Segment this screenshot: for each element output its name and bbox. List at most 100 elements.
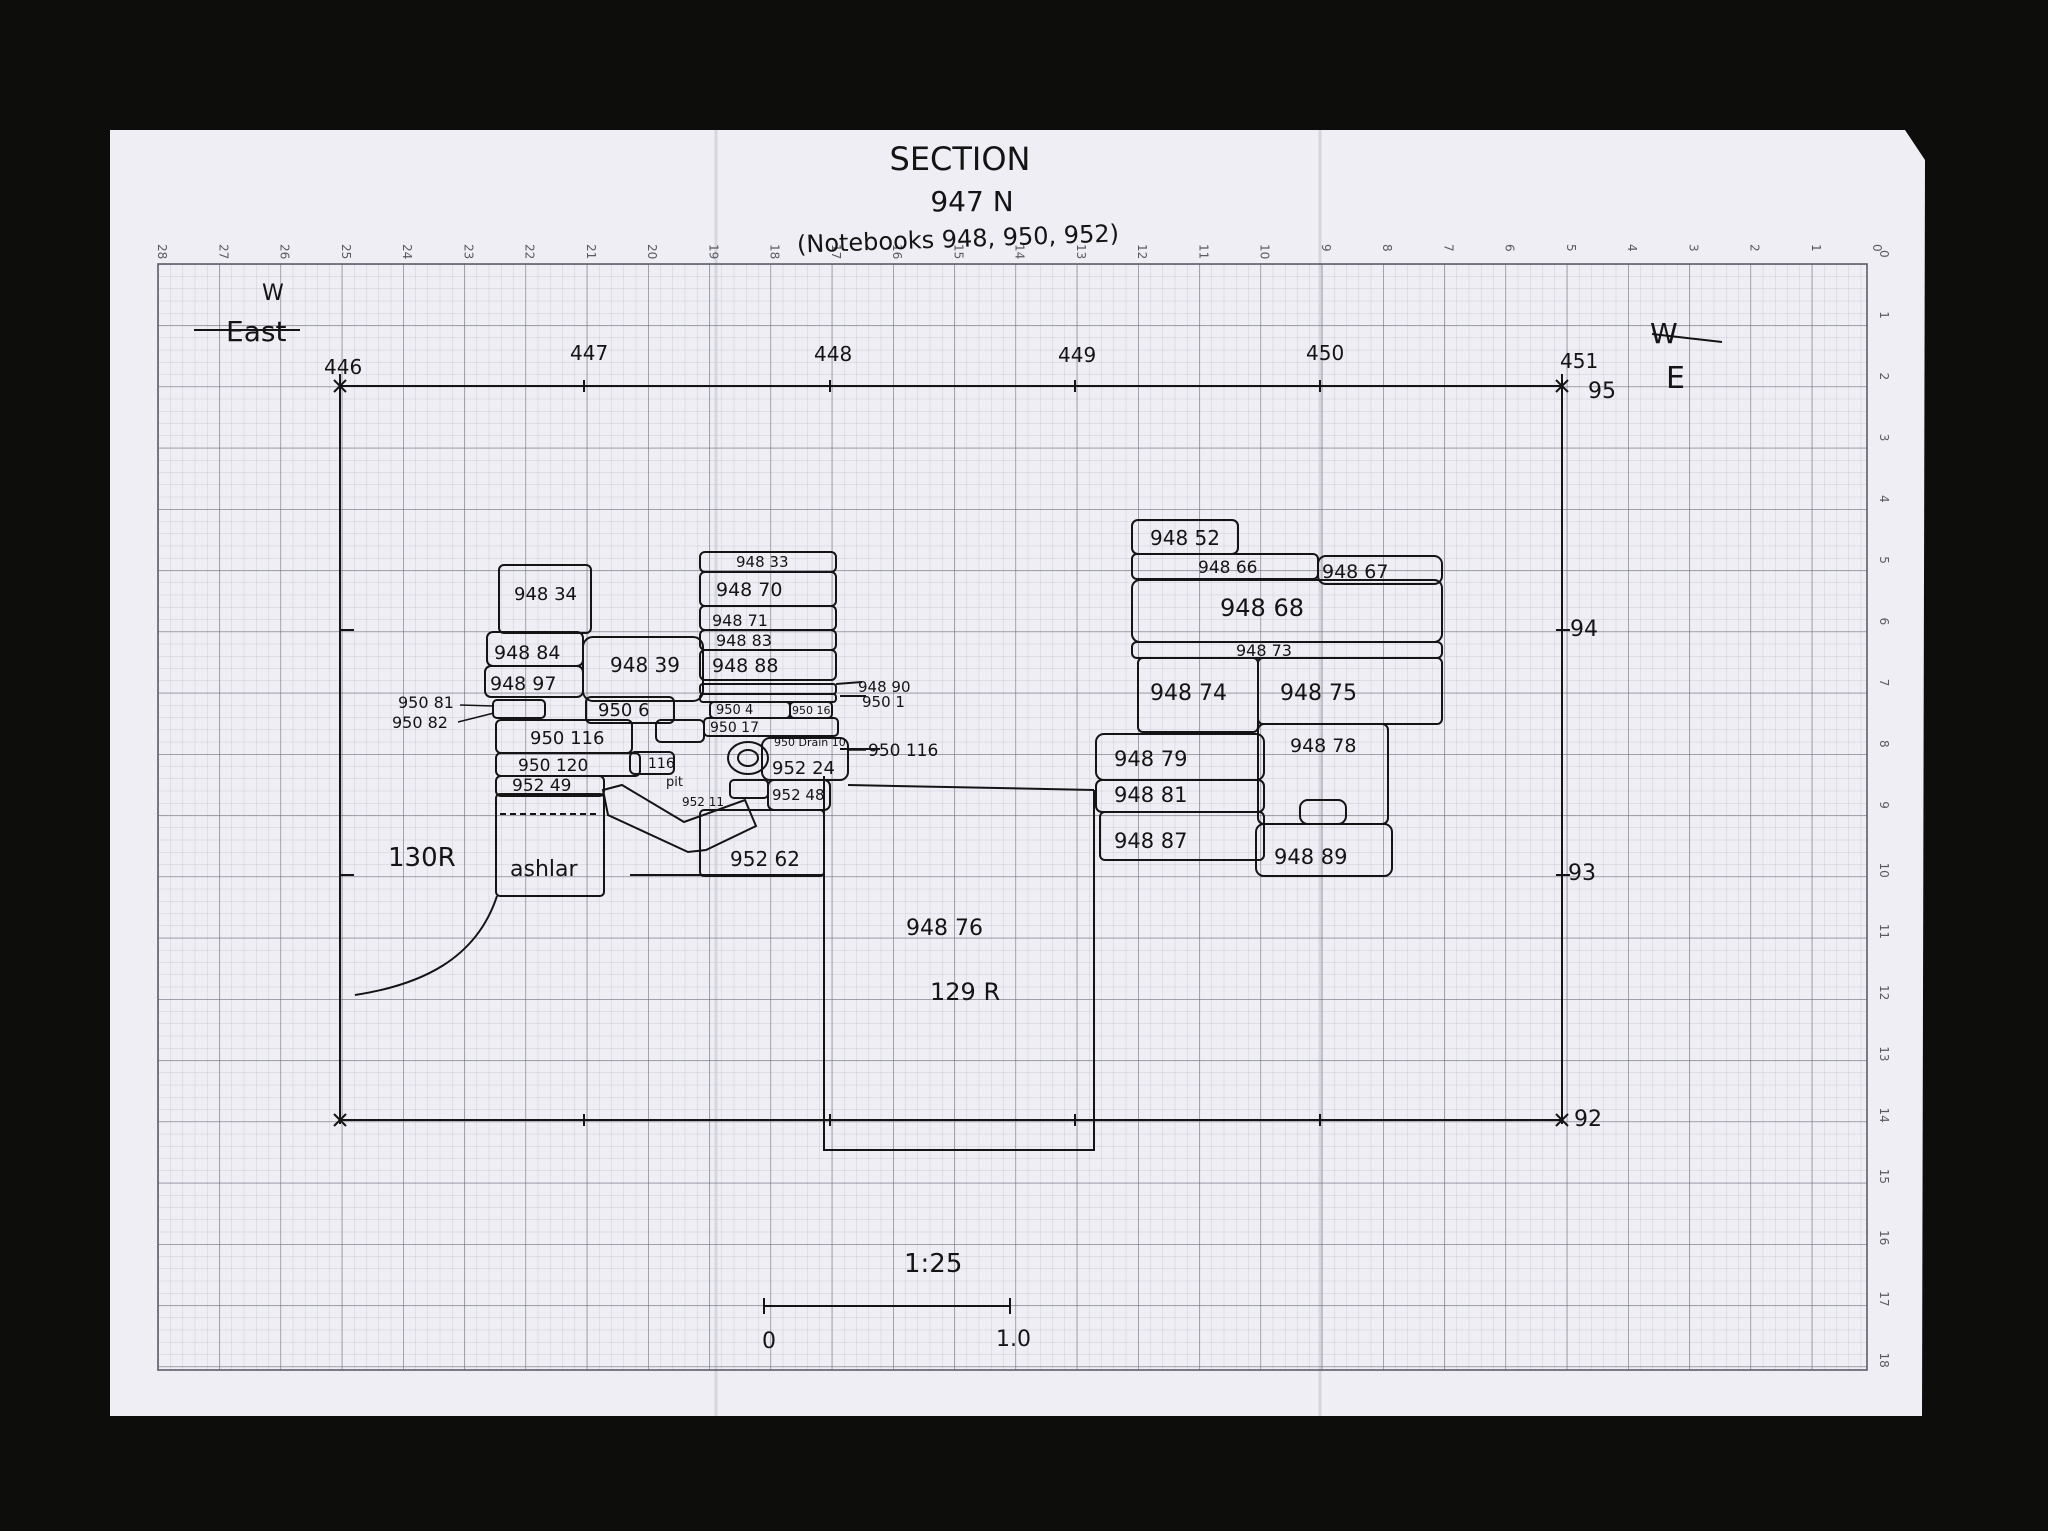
ruler-top-tick-label: 22	[523, 244, 537, 259]
ruler-right-tick-label: 6	[1877, 618, 1891, 626]
label-948-70: 948 70	[716, 579, 782, 601]
label-950-116-callout: 950 116	[868, 741, 938, 761]
orientation-left-bottom: East	[226, 315, 286, 348]
label-948-87: 948 87	[1114, 829, 1187, 853]
easting-448: 448	[814, 342, 852, 366]
label-116: 116	[648, 756, 675, 772]
ruler-right-tick-label: 16	[1877, 1230, 1891, 1245]
ruler-top-tick-label: 12	[1135, 244, 1149, 259]
ruler-top-tick-label: 23	[461, 244, 475, 259]
label-950-6: 950 6	[598, 700, 650, 721]
ruler-top-tick-label: 24	[400, 244, 414, 259]
ruler-right-tick-label: 11	[1877, 924, 1891, 939]
label-948-88: 948 88	[712, 655, 778, 677]
easting-450: 450	[1306, 341, 1344, 365]
ruler-top-tick-label: 8	[1380, 244, 1394, 252]
grid-major	[158, 264, 1867, 1370]
ruler-right-tick-label: 13	[1877, 1046, 1891, 1061]
ruler-right-tick-label: 10	[1877, 863, 1891, 878]
ruler-top-tick-label: 25	[339, 244, 353, 259]
ruler-top-tick-label: 17	[829, 244, 843, 259]
ruler-top-tick-label: 21	[584, 244, 598, 259]
label-952-48: 952 48	[772, 786, 825, 804]
ruler-top-tick-label: 15	[951, 244, 965, 259]
label-948-33: 948 33	[736, 553, 789, 571]
ruler-top-tick-label: 9	[1319, 244, 1333, 252]
label-948-39: 948 39	[610, 653, 680, 677]
ruler-top-tick-label: 16	[890, 244, 904, 259]
ruler-top-tick-label: 4	[1625, 244, 1639, 252]
label-950-1: 950 1	[862, 693, 905, 711]
ruler-top-tick-label: 13	[1074, 244, 1088, 259]
label-130r: 130R	[388, 843, 456, 873]
ruler-right-tick-label: 0	[1877, 250, 1891, 258]
ruler-top-tick-label: 20	[645, 244, 659, 259]
ruler-right-tick-label: 17	[1877, 1291, 1891, 1306]
label-950-4: 950 4	[716, 703, 753, 718]
label-948-34: 948 34	[514, 584, 577, 605]
label-948-74: 948 74	[1150, 681, 1227, 706]
label-952-62: 952 62	[730, 847, 800, 871]
label-952-24: 952 24	[772, 758, 835, 779]
label-948-90: 948 90	[858, 678, 911, 696]
label-948-83: 948 83	[716, 631, 772, 650]
label-948-68: 948 68	[1220, 594, 1304, 622]
label-948-97: 948 97	[490, 673, 556, 695]
ruler-top-tick-label: 18	[768, 244, 782, 259]
label-948-78: 948 78	[1290, 735, 1356, 757]
ruler-top-tick-label: 28	[155, 244, 169, 259]
label-950-120: 950 120	[518, 756, 588, 776]
label-948-84: 948 84	[494, 642, 560, 664]
label-948-76: 948 76	[906, 916, 983, 941]
label-950-drain: 950 Drain 10	[774, 736, 846, 749]
orientation-left-top: W	[262, 281, 284, 306]
ruler-right-tick-label: 8	[1877, 740, 1891, 748]
orientation-right-bottom: E	[1666, 361, 1685, 396]
label-950-82: 950 82	[392, 713, 448, 732]
ruler-top-tick-label: 10	[1258, 244, 1272, 259]
ruler-top-tick-label: 6	[1503, 244, 1517, 252]
ruler-right-tick-label: 1	[1877, 311, 1891, 319]
elevation-95: 95	[1588, 379, 1616, 404]
label-pit: pit	[666, 775, 683, 790]
ruler-top-tick-label: 0	[1870, 244, 1884, 252]
label-952-49: 952 49	[512, 776, 571, 796]
elevation-92: 92	[1574, 1107, 1602, 1132]
label-129r: 129 R	[930, 978, 1000, 1006]
reference-frame	[333, 374, 1570, 1127]
elevation-93: 93	[1568, 861, 1596, 886]
deposit-outlines	[354, 519, 1443, 1151]
label-950-17: 950 17	[710, 720, 759, 736]
ruler-right-tick-label: 9	[1877, 801, 1891, 809]
section-title: SECTION	[890, 140, 1031, 178]
ruler-right-tick-label: 18	[1877, 1353, 1891, 1368]
easting-451: 451	[1560, 349, 1598, 373]
label-948-52: 948 52	[1150, 526, 1220, 550]
ruler-right-tick-label: 4	[1877, 495, 1891, 503]
ruler-top-tick-label: 7	[1441, 244, 1455, 252]
label-948-66: 948 66	[1198, 558, 1257, 578]
scale-bar	[763, 1298, 1011, 1314]
ruler-right-tick-label: 5	[1877, 556, 1891, 564]
ruler-right-tick-label: 15	[1877, 1169, 1891, 1184]
scale-start: 0	[762, 1329, 776, 1354]
ruler-top-tick-label: 19	[706, 244, 720, 259]
label-950-16: 950 16	[792, 704, 831, 717]
ruler-top-tick-label: 14	[1013, 244, 1027, 259]
ruler-right-tick-label: 7	[1877, 679, 1891, 687]
scale-end: 1.0	[996, 1327, 1031, 1352]
ruler-top-tick-label: 5	[1564, 244, 1578, 252]
ruler-right-tick-label: 14	[1877, 1108, 1891, 1123]
label-952-11: 952 11	[682, 795, 724, 809]
elevation-94: 94	[1570, 617, 1598, 642]
label-948-75: 948 75	[1280, 681, 1357, 706]
label-948-89: 948 89	[1274, 845, 1347, 869]
ruler-right-tick-label: 2	[1877, 373, 1891, 381]
label-948-67: 948 67	[1322, 561, 1388, 583]
label-948-71: 948 71	[712, 611, 768, 630]
ruler-top-tick-label: 26	[278, 244, 292, 259]
ruler-top-tick-label: 2	[1748, 244, 1762, 252]
